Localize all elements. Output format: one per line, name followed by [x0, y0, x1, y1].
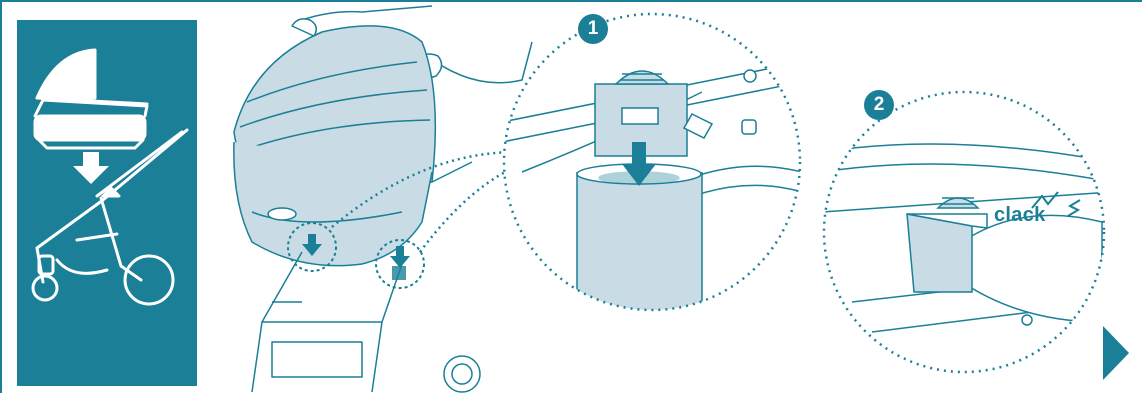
step-number-2: 2	[864, 90, 894, 120]
clack-sound-label: clack	[994, 204, 1046, 227]
stroller-drawing	[234, 6, 532, 392]
detail-view-step-1	[502, 12, 802, 322]
step-number-1: 1	[578, 14, 608, 44]
play-arrow-icon[interactable]	[1101, 324, 1131, 382]
detail-view-step-2	[822, 92, 1112, 382]
